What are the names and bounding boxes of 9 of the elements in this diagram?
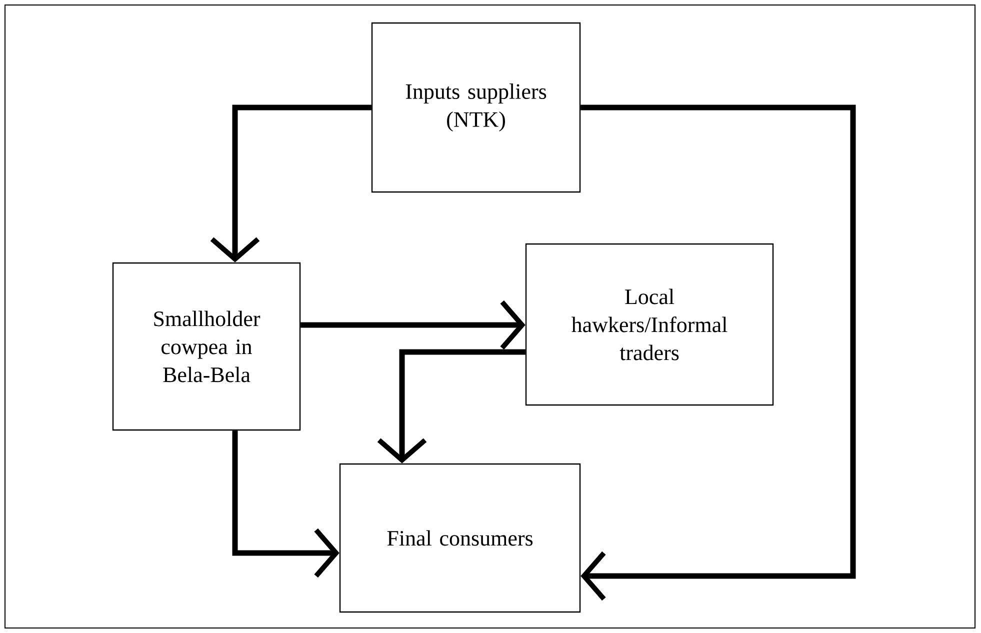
process-box: Local hawkers/Informal traders — [525, 243, 774, 406]
arrow — [232, 430, 340, 578]
arrow — [210, 104, 372, 262]
process-box: Final consumers — [339, 463, 581, 613]
arrow — [580, 104, 856, 601]
process-box: Smallholder cowpea in Bela-Bela — [112, 262, 301, 431]
arrow — [377, 349, 526, 464]
process-box: Inputs suppliers (NTK) — [371, 22, 581, 193]
arrow — [300, 300, 526, 350]
